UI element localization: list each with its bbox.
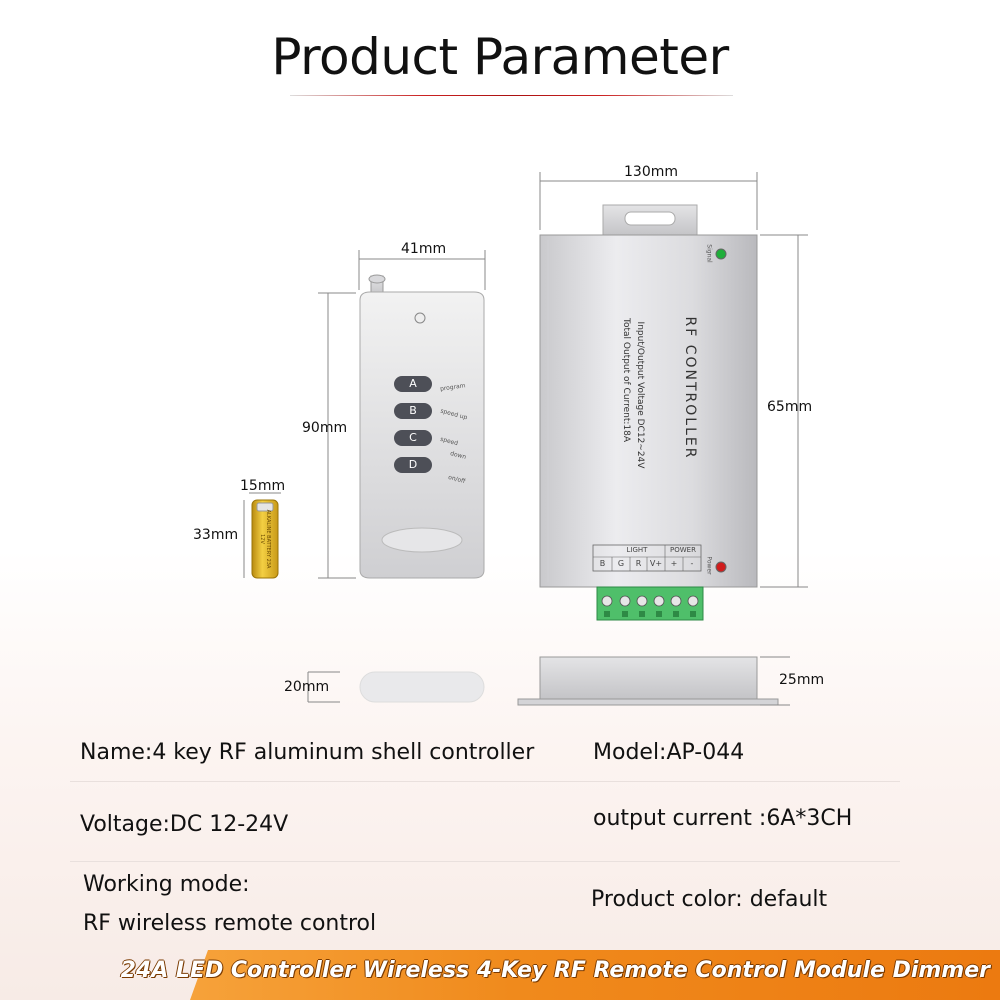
- signal-label: Signal: [705, 244, 713, 263]
- terminal-block: [596, 586, 704, 621]
- rf-controller-box: [539, 204, 758, 621]
- terminal-label-g: G: [617, 559, 625, 568]
- controller-height-label: 65mm: [767, 399, 813, 415]
- controller-name: RF CONTROLLER: [682, 316, 698, 460]
- spec-working-mode-value: RF wireless remote control: [83, 911, 377, 936]
- remote-side-view: [307, 671, 485, 703]
- controller-current-text: Total Output of Current:18A: [621, 318, 631, 442]
- battery-width-label: 15mm: [240, 478, 286, 494]
- spec-model: Model:AP-044: [593, 740, 745, 765]
- remote-height-label: 90mm: [302, 420, 348, 436]
- remote-button-a: A: [394, 376, 432, 392]
- remote-width-dimension: [358, 250, 486, 290]
- controller-voltage-text: Input/Output Voltage DC12~24V: [635, 321, 645, 469]
- spec-product-color: Product color: default: [591, 887, 828, 912]
- spec-divider-2: [70, 861, 900, 862]
- spec-output-current: output current :6A*3CH: [593, 806, 853, 831]
- controller-width-label: 130mm: [624, 164, 678, 180]
- spec-divider-1: [70, 781, 900, 782]
- remote-thickness-label: 20mm: [284, 679, 330, 695]
- remote-button-d: D: [394, 457, 432, 473]
- power-header: POWER: [670, 546, 696, 554]
- terminal-label-b: B: [599, 559, 606, 568]
- controller-side-view: [517, 656, 790, 706]
- controller-thickness-label: 25mm: [779, 672, 825, 688]
- power-led: [715, 561, 727, 573]
- battery: [243, 492, 281, 579]
- page-title: Product Parameter: [271, 28, 729, 86]
- spec-working-mode-label: Working mode:: [83, 872, 250, 897]
- spec-name: Name:4 key RF aluminum shell controller: [80, 740, 535, 765]
- power-label: Power: [705, 556, 713, 575]
- rf-remote: [359, 274, 485, 579]
- battery-height-label: 33mm: [193, 527, 239, 543]
- controller-height-dimension: [760, 234, 808, 588]
- battery-label: ALKALINE BATTERY 23A 12V: [259, 509, 271, 569]
- terminal-label-minus: -: [690, 559, 694, 568]
- banner-text: 24A LED Controller Wireless 4-Key RF Rem…: [120, 958, 990, 983]
- terminal-label-v: V+: [649, 559, 663, 568]
- signal-led: [715, 248, 727, 260]
- terminal-label-plus: +: [670, 559, 678, 568]
- light-header: LIGHT: [626, 546, 648, 554]
- terminal-label-r: R: [635, 559, 642, 568]
- title-banner: [190, 950, 1000, 1000]
- remote-button-c: C: [394, 430, 432, 446]
- remote-width-label: 41mm: [401, 241, 447, 257]
- title-underline: [290, 95, 733, 96]
- remote-button-b: B: [394, 403, 432, 419]
- remote-height-dimension: [318, 292, 356, 579]
- controller-width-dimension: [539, 172, 758, 230]
- spec-voltage: Voltage:DC 12-24V: [80, 812, 289, 837]
